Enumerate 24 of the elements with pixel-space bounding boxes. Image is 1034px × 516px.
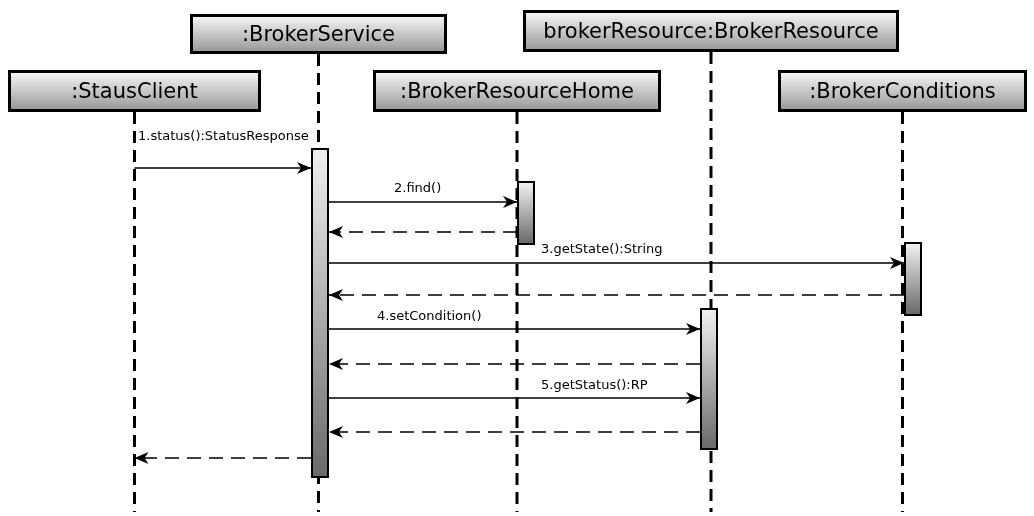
message-arrow xyxy=(133,162,312,174)
message-label: 4.setCondition() xyxy=(376,308,483,324)
message-label: 5.getStatus():RP xyxy=(540,377,649,393)
return-arrow xyxy=(133,452,312,464)
participant-box: :BrokerConditions xyxy=(778,70,1027,112)
participant-box: brokerResource:BrokerResource xyxy=(523,10,899,52)
return-arrow xyxy=(328,358,701,370)
message-arrow xyxy=(328,323,701,335)
participant-box: :BrokerResourceHome xyxy=(373,70,661,112)
message-label: 2.find() xyxy=(393,180,443,196)
message-arrow xyxy=(328,196,518,208)
participant-box: :BrokerService xyxy=(190,14,447,54)
message-label: 3.getState():String xyxy=(540,241,664,257)
message-label: 1.status():StatusResponse xyxy=(137,128,310,144)
message-arrow xyxy=(328,392,701,404)
return-arrow xyxy=(328,226,518,238)
activation-bar xyxy=(517,181,535,245)
activation-bar xyxy=(904,242,922,316)
activation-bar xyxy=(700,308,718,450)
return-arrow xyxy=(328,426,701,438)
message-arrow xyxy=(328,257,905,269)
activation-bar xyxy=(311,148,329,478)
participant-box: :StausClient xyxy=(8,70,261,112)
return-arrow xyxy=(328,289,905,301)
